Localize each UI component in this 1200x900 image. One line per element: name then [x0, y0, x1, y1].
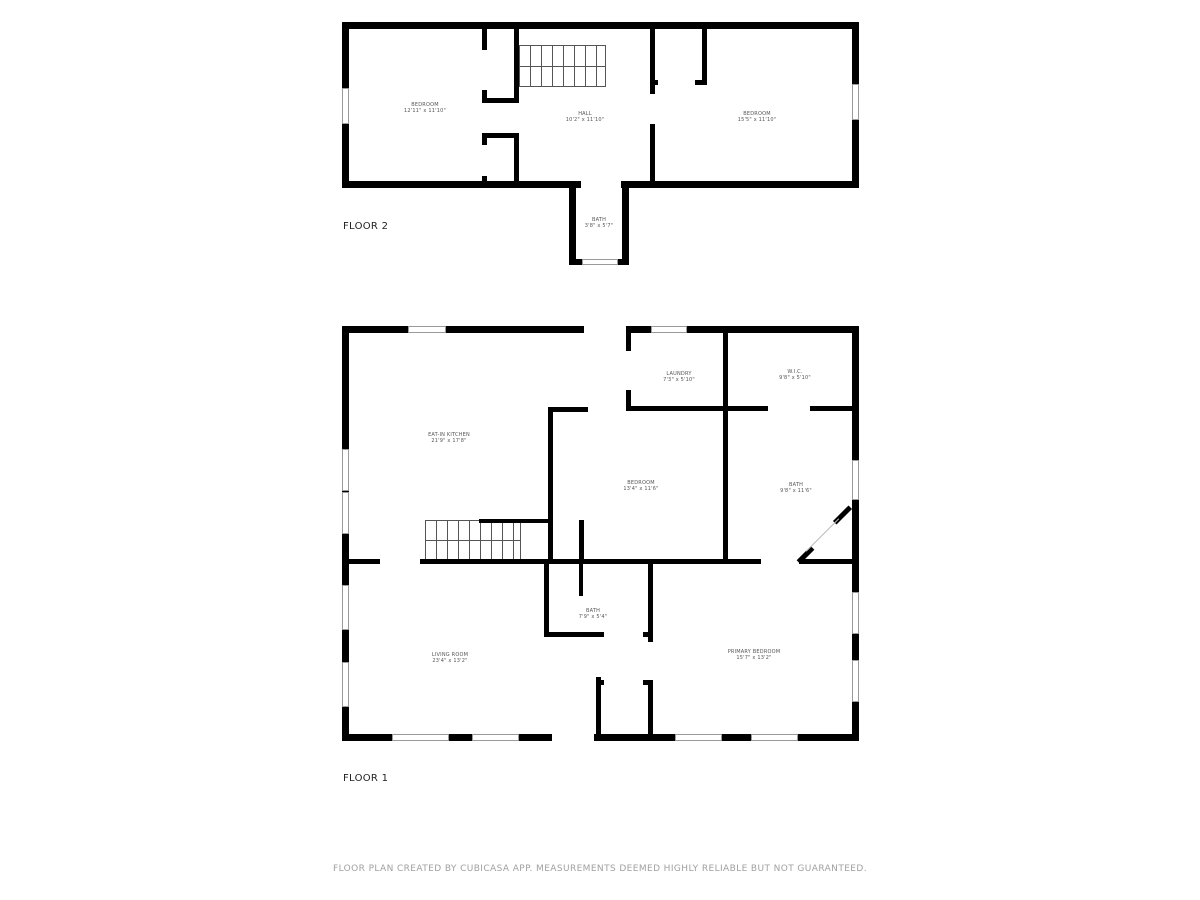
window — [472, 734, 519, 741]
window — [582, 259, 618, 265]
wall — [342, 734, 859, 741]
door-swing — [805, 518, 840, 552]
wall — [650, 22, 655, 94]
window — [392, 734, 449, 741]
wall — [482, 133, 518, 138]
window — [852, 592, 859, 634]
doorway — [581, 181, 621, 188]
staircase — [425, 520, 521, 560]
wall — [342, 22, 859, 29]
doorway — [552, 734, 594, 741]
window — [852, 84, 859, 120]
wall — [482, 176, 487, 186]
wall — [650, 124, 655, 186]
window — [408, 326, 446, 333]
wall — [482, 22, 487, 50]
wall — [544, 562, 549, 636]
staircase — [519, 45, 606, 87]
wall — [514, 22, 519, 103]
floor-1-label: FLOOR 1 — [343, 773, 389, 784]
wall — [626, 326, 631, 351]
wall — [482, 98, 518, 103]
wall — [514, 133, 519, 186]
disclaimer-footer: FLOOR PLAN CREATED BY CUBICASA APP. MEAS… — [333, 864, 867, 874]
window — [342, 662, 349, 707]
window — [751, 734, 798, 741]
window — [852, 460, 859, 500]
doorway — [584, 326, 626, 333]
wall — [626, 406, 856, 411]
wall — [648, 680, 653, 737]
wall — [482, 133, 487, 145]
window — [342, 585, 349, 630]
window — [342, 492, 349, 534]
wall — [652, 80, 658, 85]
wall — [548, 407, 553, 562]
wall — [702, 22, 707, 85]
room-label: W.I.C.9'8" x 5'10" — [779, 369, 811, 381]
wall — [648, 562, 653, 642]
floor-2-label: FLOOR 2 — [343, 221, 389, 232]
wall — [596, 677, 601, 737]
window — [342, 449, 349, 491]
doorway — [768, 406, 810, 411]
wall — [695, 80, 707, 85]
wall — [479, 519, 551, 523]
wall — [723, 326, 728, 562]
window — [342, 88, 349, 124]
window — [651, 326, 687, 333]
doorway — [761, 559, 799, 564]
wall — [482, 90, 487, 102]
wall — [643, 632, 653, 637]
wall — [852, 326, 859, 741]
wall — [342, 559, 856, 564]
wall — [622, 181, 629, 265]
wall — [596, 680, 604, 685]
wall — [544, 632, 604, 637]
wall — [579, 562, 583, 596]
wall — [579, 520, 584, 562]
window — [675, 734, 722, 741]
doorway — [380, 559, 420, 564]
window — [852, 660, 859, 702]
wall — [626, 390, 631, 410]
wall — [548, 407, 588, 412]
wall — [569, 181, 576, 265]
